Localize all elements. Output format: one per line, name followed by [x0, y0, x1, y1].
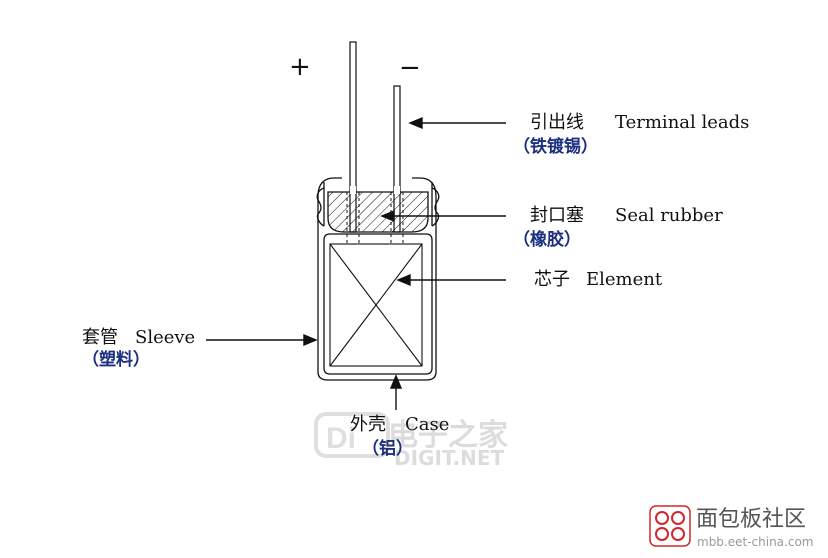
positive-polarity-mark: +: [289, 52, 311, 82]
seal-rubber: [327, 186, 429, 246]
terminal-label-cn: 引出线: [530, 112, 584, 133]
brand-logo-icon: [649, 505, 691, 547]
seal-label-en: Seal rubber: [615, 205, 723, 226]
sleeve-label-en: Sleeve: [135, 327, 196, 348]
watermark-en: DIGIT.NET: [394, 446, 505, 470]
element-label-en: Element: [586, 269, 663, 290]
sleeve-label-cn: 套管: [82, 327, 118, 348]
terminal-label-en: Terminal leads: [615, 112, 750, 133]
element-label-cn: 芯子: [534, 269, 570, 290]
element: [329, 243, 423, 367]
negative-polarity-mark: −: [399, 53, 421, 83]
brand-url: mbb.eet-china.com: [697, 535, 814, 549]
leader-arrows: [206, 116, 506, 410]
watermark-logo: Di: [314, 412, 390, 458]
seal-material: （橡胶）: [513, 230, 581, 250]
watermark-cn: 电子之家: [388, 418, 508, 453]
brand-name: 面包板社区: [696, 507, 807, 532]
seal-label-cn: 封口塞: [530, 205, 584, 226]
case-label-en: Case: [405, 414, 450, 435]
case-label-cn: 外壳: [350, 414, 386, 435]
case-and-sleeve: [316, 177, 440, 381]
sleeve-material: （塑料）: [82, 350, 150, 370]
case-material: （铝）: [362, 439, 413, 459]
terminal-material: （铁镀锡）: [513, 137, 598, 157]
svg-text:Di: Di: [326, 422, 356, 455]
